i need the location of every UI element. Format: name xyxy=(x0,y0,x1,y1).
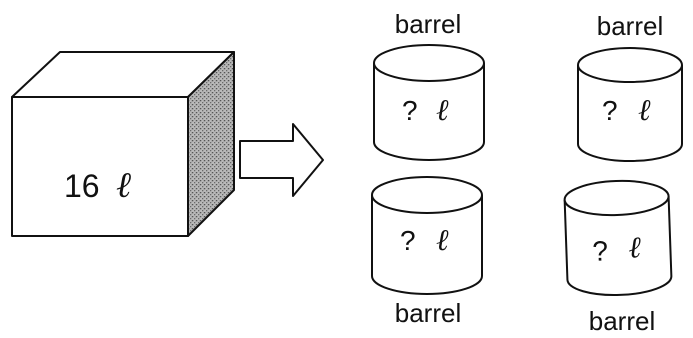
barrel-bottom-left: ? ℓ barrel xyxy=(371,176,483,328)
cube-volume-value: 16 xyxy=(64,168,100,204)
barrel-lid xyxy=(577,47,683,83)
barrel-label: barrel xyxy=(589,306,655,336)
barrel-top-left: barrel ? ℓ xyxy=(373,9,485,161)
barrel-body xyxy=(563,196,673,297)
barrel-label: barrel xyxy=(395,9,461,39)
barrel-body xyxy=(373,63,485,161)
barrel-unit: ℓ xyxy=(436,223,449,258)
barrel-bottom-right: ? ℓ barrel xyxy=(563,179,673,336)
barrel-lid xyxy=(371,176,483,214)
barrel-body xyxy=(371,195,483,295)
barrel-unit: ℓ xyxy=(436,93,449,128)
cube-container: 16 ℓ xyxy=(11,51,235,237)
cube-unit-symbol: ℓ xyxy=(116,165,131,206)
pour-arrow xyxy=(239,123,324,197)
barrel-label: barrel xyxy=(597,11,663,41)
barrel-volume: ? xyxy=(402,95,418,126)
barrel-label: barrel xyxy=(395,298,461,328)
barrel-body xyxy=(577,65,683,162)
barrel-unit: ℓ xyxy=(628,230,642,265)
barrel-unit: ℓ xyxy=(638,93,651,128)
cube-front-face xyxy=(11,96,189,237)
barrel-lid xyxy=(373,44,485,82)
barrel-lid xyxy=(563,179,670,217)
barrel-volume: ? xyxy=(400,225,416,256)
barrel-volume: ? xyxy=(602,95,618,126)
barrel-volume: ? xyxy=(592,235,609,267)
barrel-top-right: barrel ? ℓ xyxy=(577,11,683,162)
